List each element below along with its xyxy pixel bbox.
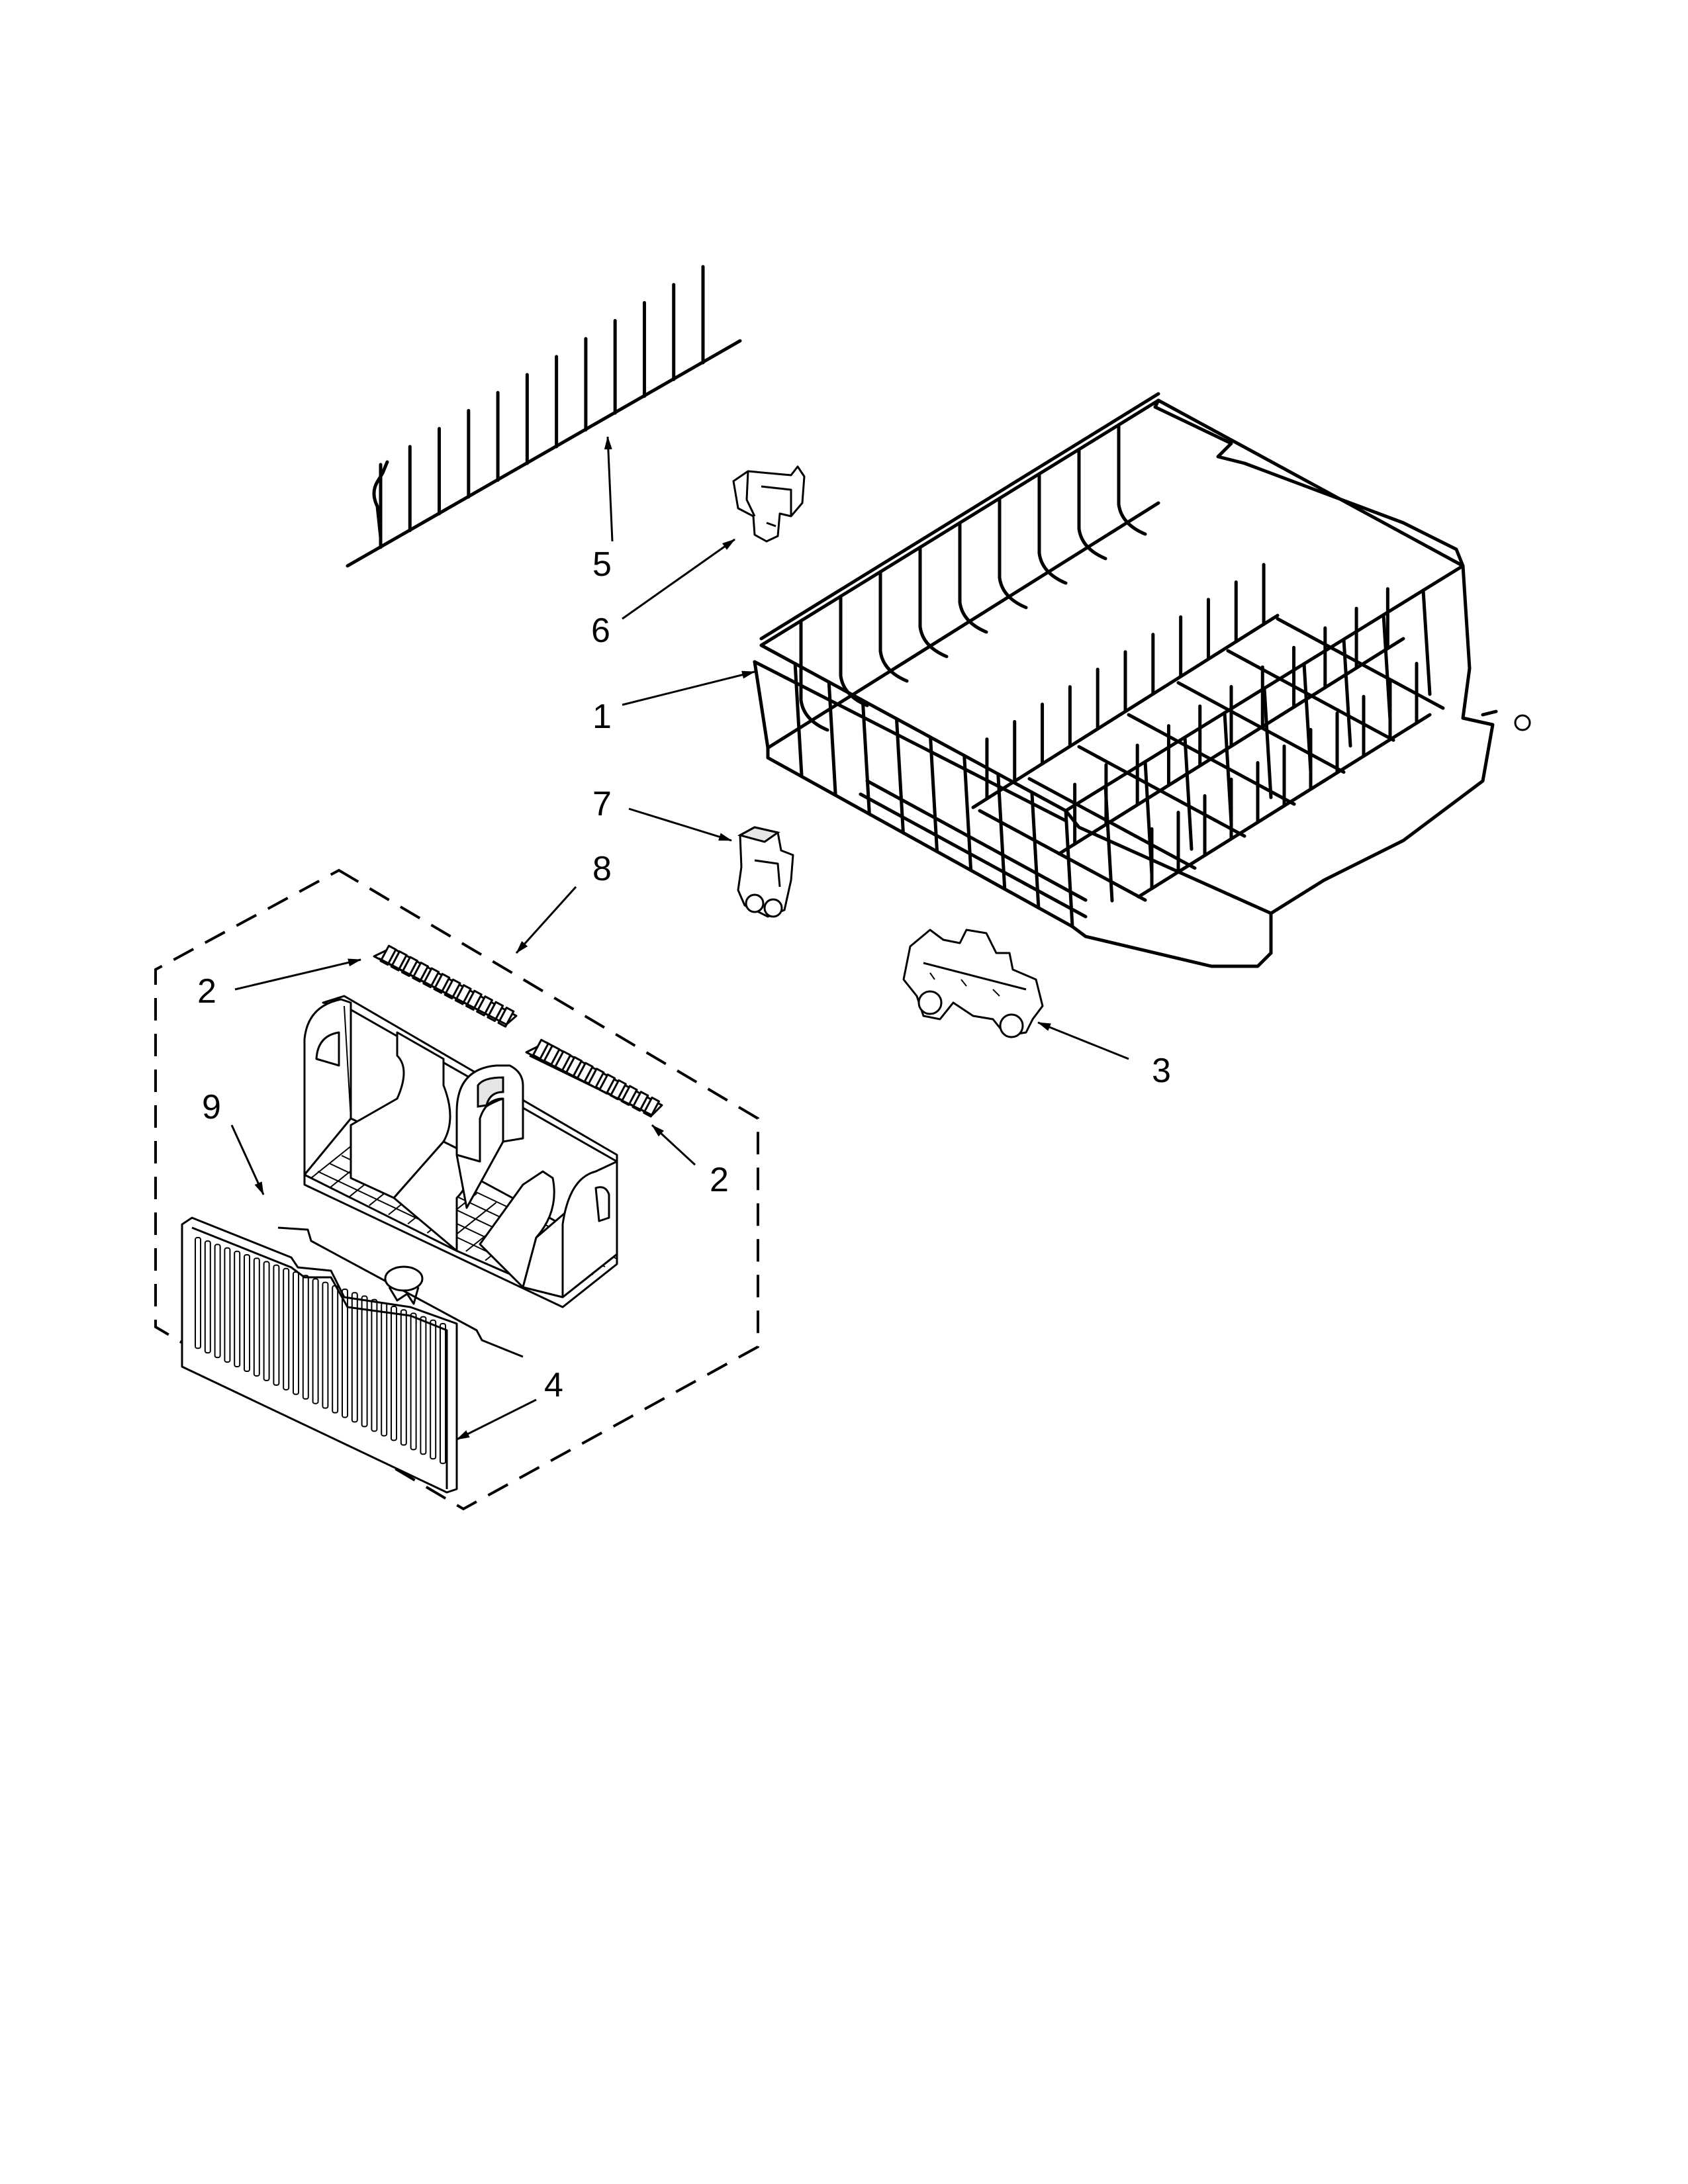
callout-2-left: 2	[197, 972, 216, 1011]
rack-cross-wire	[1127, 713, 1296, 806]
lid-vent-slot	[400, 1309, 407, 1446]
lid-vent-slot	[273, 1264, 280, 1386]
callout-4: 4	[544, 1366, 563, 1404]
tine-row-left-part	[373, 944, 518, 1028]
lid-vent-slot	[253, 1257, 260, 1377]
lid-vent-slot	[283, 1267, 290, 1390]
callout-9: 9	[202, 1088, 221, 1126]
clip-upper-part	[732, 465, 806, 543]
tine-segment	[543, 1044, 561, 1066]
lid-vent-slot	[371, 1298, 378, 1432]
callout-labels: 5 6 1 7 8 2 9 2 3 4	[197, 545, 1171, 1404]
basket-hinge-part	[277, 1226, 524, 1358]
rack-front-wire	[861, 698, 871, 816]
tine-segment	[532, 1038, 549, 1060]
leader-4	[456, 1398, 537, 1441]
lid-vent-slot	[322, 1281, 329, 1409]
lid-vent-slot	[440, 1323, 446, 1465]
leader-3	[1037, 1021, 1129, 1060]
leader-2-left	[234, 958, 361, 991]
lid-vent-slot	[342, 1289, 348, 1418]
lid-vent-slot	[332, 1285, 339, 1414]
lid-vent-slot	[312, 1278, 319, 1404]
basket-lid-part	[181, 1216, 458, 1494]
callout-3: 3	[1152, 1052, 1171, 1090]
rack-back-wire	[998, 496, 1028, 610]
callout-2-right: 2	[710, 1161, 729, 1199]
leader-lines	[230, 436, 1129, 1441]
lid-vent-slot	[293, 1271, 299, 1395]
rack-back-wire	[878, 570, 909, 683]
rack-front-wire	[894, 717, 905, 835]
rack-back-wire	[1117, 423, 1147, 536]
tine-row-rear-part	[346, 265, 742, 568]
rack-cross-wire	[978, 809, 1147, 902]
callout-1: 1	[592, 698, 612, 736]
rack-side-wire	[1183, 735, 1194, 851]
lid-vent-slot	[302, 1275, 309, 1400]
basket-assembly-outline	[154, 868, 759, 1511]
callout-5: 5	[592, 545, 612, 584]
lid-vent-slot	[204, 1240, 211, 1354]
lid-vent-slot	[234, 1250, 241, 1368]
callout-7: 7	[592, 785, 612, 823]
lid-vent-slot	[361, 1295, 368, 1428]
rack-cross-wire	[1077, 745, 1246, 838]
clip-lower-part	[737, 826, 794, 918]
callout-6: 6	[591, 612, 610, 650]
rack-back-wire	[958, 521, 988, 634]
rack-front-wire	[793, 662, 804, 778]
rack-back-wire	[1077, 447, 1107, 561]
leader-8	[515, 886, 577, 954]
tine-segment	[379, 944, 397, 966]
lid-vent-slot	[351, 1292, 358, 1423]
rack-back-wire	[799, 619, 829, 732]
lid-vent-slot	[410, 1312, 417, 1451]
leader-9	[230, 1124, 265, 1195]
rack-cross-wire	[1027, 777, 1197, 870]
tine-segment	[554, 1050, 572, 1071]
leader-7	[628, 807, 732, 842]
rack-front-wire	[827, 680, 837, 797]
rack-roller-part	[902, 929, 1044, 1038]
rack-side-wire	[1262, 686, 1273, 799]
rack-back-wire	[839, 594, 869, 707]
lid-vent-slot	[195, 1237, 201, 1349]
rack-back-wire	[918, 545, 949, 659]
tine-segment	[390, 950, 408, 972]
rack-front-wire	[996, 772, 1007, 891]
rack-cross-wire	[1176, 681, 1346, 774]
lid-vent-slot	[224, 1247, 231, 1363]
rack-cross-wire	[1276, 617, 1445, 710]
tine-segment	[412, 962, 429, 983]
lid-vent-slot	[420, 1316, 427, 1455]
lid-vent-slot	[391, 1306, 397, 1441]
leader-1	[622, 670, 755, 706]
rack-front-wire	[962, 754, 973, 872]
rack-cross-wire	[1226, 649, 1395, 742]
tine-segment	[400, 956, 418, 978]
rack-side-wire	[1342, 637, 1352, 748]
rack-side-wire	[1421, 588, 1432, 696]
lid-vent-slot	[430, 1319, 437, 1460]
wire-rack-part	[753, 392, 1531, 968]
leader-2-right	[651, 1124, 696, 1166]
lid-vent-slot	[263, 1261, 270, 1381]
leader-6	[622, 538, 735, 620]
rack-back-wire	[1037, 472, 1068, 585]
lid-vent-slot	[381, 1302, 388, 1437]
lid-vent-slot	[214, 1244, 221, 1359]
leader-5	[604, 436, 614, 542]
lid-vent-slot	[244, 1254, 250, 1372]
rack-front-wire	[929, 735, 939, 854]
callout-8: 8	[592, 850, 612, 888]
tine-segment	[632, 1091, 649, 1112]
tine-segment	[643, 1096, 661, 1118]
silverware-basket-part	[303, 995, 618, 1308]
tine-row-right-part	[525, 1038, 663, 1118]
